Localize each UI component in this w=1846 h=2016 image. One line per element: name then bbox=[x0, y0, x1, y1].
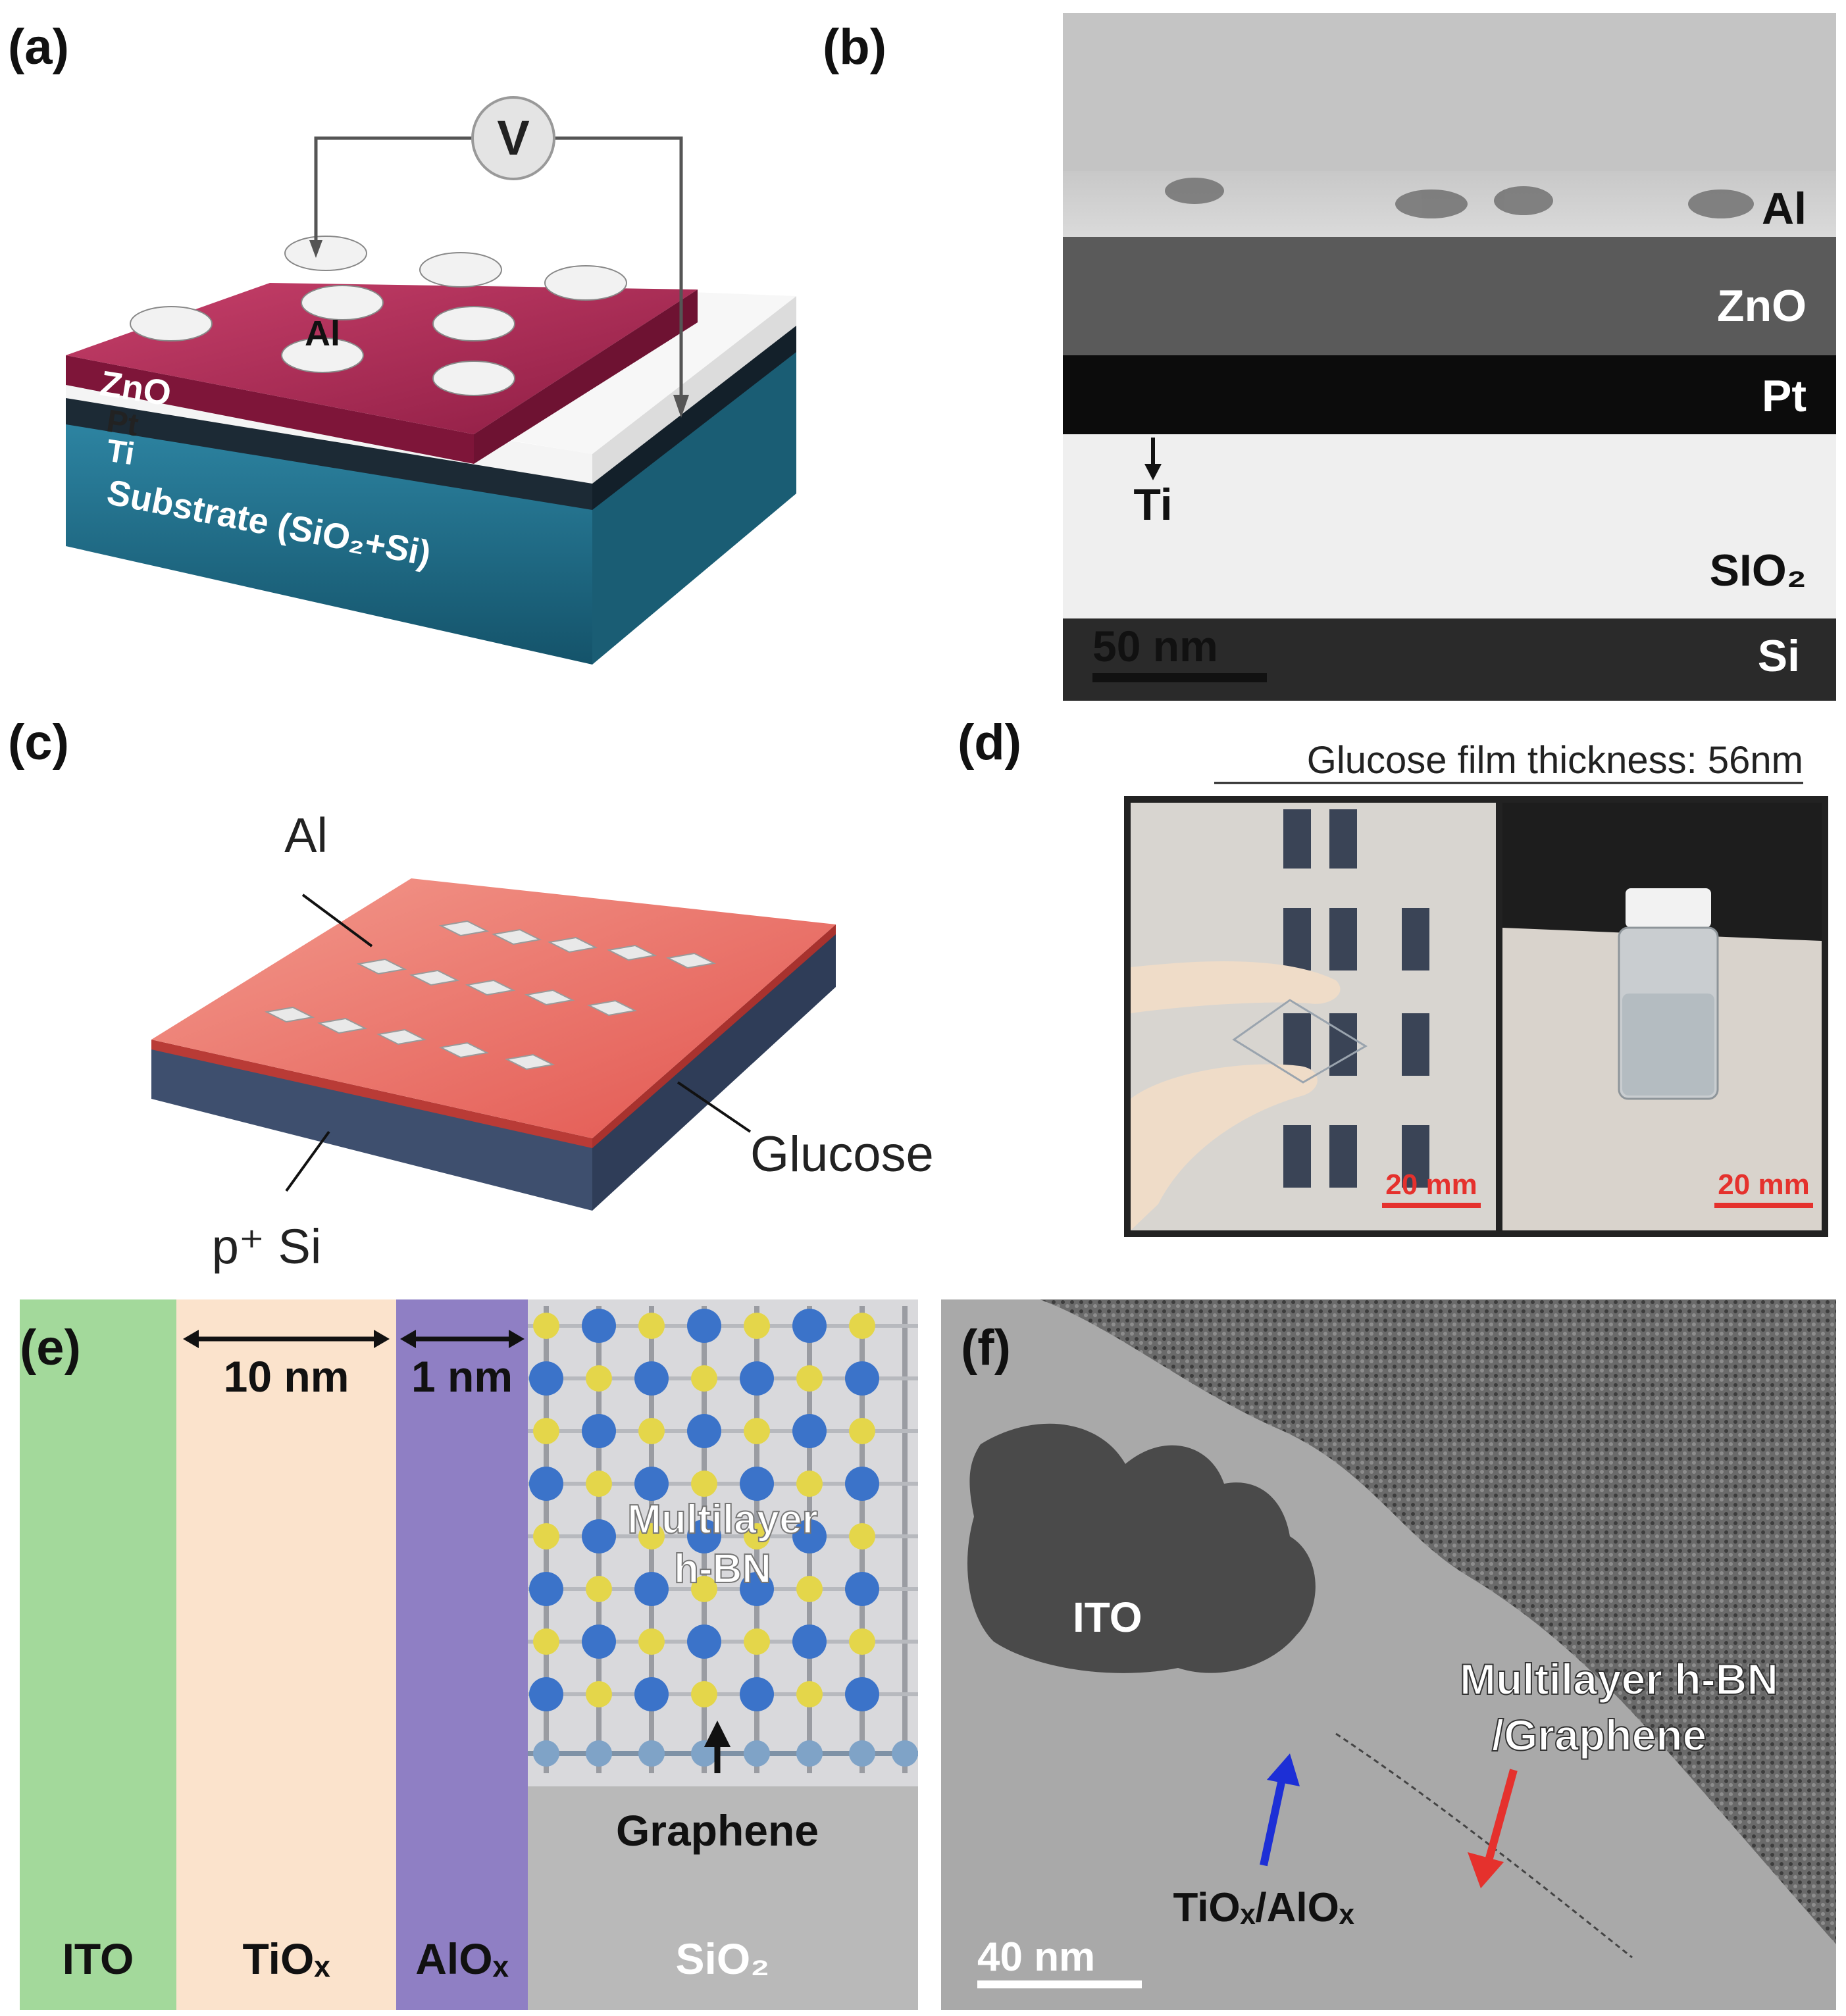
f-hbn-label-line2: /Graphene bbox=[1492, 1711, 1706, 1759]
f-scalebar-label: 40 nm bbox=[977, 1934, 1095, 1980]
e-hbn-lattice bbox=[528, 1299, 918, 1786]
panel-d-label: (d) bbox=[958, 715, 1022, 770]
f-hbn-label-line1: Multilayer h-BN bbox=[1460, 1655, 1778, 1703]
d-finger-top bbox=[1131, 961, 1341, 1013]
glucose-film bbox=[151, 878, 836, 1138]
c-glucose-label: Glucose bbox=[750, 1126, 934, 1182]
panel-a-device-schematic: V Al ZnO Pt Ti Substrate (SiO₂+Si) bbox=[66, 96, 796, 665]
d-left-photo bbox=[1131, 803, 1496, 1230]
e-alox-layer bbox=[396, 1299, 528, 2010]
panel-b-label: (b) bbox=[823, 19, 887, 75]
up-arrow-icon bbox=[704, 1721, 731, 1747]
ti-layer bbox=[66, 395, 592, 510]
psi-front-face bbox=[151, 1046, 592, 1211]
b-pt-label: Pt bbox=[1762, 371, 1807, 421]
d-caption: Glucose film thickness: 56nm bbox=[1307, 739, 1803, 782]
panel-f-tem-image: ITO Multilayer h-BN /Graphene TiOₓ/AlOₓ … bbox=[941, 1299, 1836, 2010]
panel-d-photographs: Glucose film thickness: 56nm 20 mm 20 mm bbox=[1124, 739, 1828, 1237]
e-dim-10nm-label: 10 nm bbox=[224, 1352, 349, 1401]
substrate-side-face bbox=[592, 349, 796, 665]
si-region bbox=[1063, 618, 1836, 701]
e-graphene-label: Graphene bbox=[616, 1806, 819, 1855]
d-scalebar-left bbox=[1382, 1203, 1481, 1208]
al-electrode-label: Al bbox=[305, 314, 340, 353]
e-ito-label: ITO bbox=[63, 1934, 134, 1983]
panel-c-device-schematic: Al Glucose p⁺ Si bbox=[151, 808, 934, 1274]
b-ti-label: Ti bbox=[1133, 480, 1172, 530]
f-ito-label: ITO bbox=[1073, 1594, 1142, 1641]
red-arrow-icon bbox=[1468, 1852, 1504, 1888]
panel-f-label: (f) bbox=[961, 1320, 1011, 1376]
zno-layer bbox=[66, 283, 698, 434]
voltmeter-label: V bbox=[497, 111, 529, 165]
f-blue-arrow bbox=[1260, 1772, 1287, 1867]
al-electrodes bbox=[130, 236, 627, 396]
substrate-front-face bbox=[66, 421, 592, 665]
blue-arrow-icon bbox=[1267, 1753, 1300, 1786]
f-interface-line bbox=[1335, 1732, 1633, 1959]
panel-a-label: (a) bbox=[8, 19, 69, 75]
pt-label: Pt bbox=[104, 404, 141, 443]
psi-side-face bbox=[592, 931, 836, 1211]
b-scalebar bbox=[1092, 673, 1267, 682]
b-scalebar-label: 50 nm bbox=[1092, 622, 1218, 670]
d-scalebar-right bbox=[1714, 1203, 1813, 1208]
e-hbn-label-line1: Multilayer bbox=[627, 1497, 817, 1542]
pt-region bbox=[1063, 355, 1836, 434]
e-alox-label: AlOₓ bbox=[415, 1934, 509, 1983]
c-al-label: Al bbox=[284, 808, 328, 863]
d-scalebar-right-label: 20 mm bbox=[1718, 1169, 1809, 1201]
e-tiox-layer bbox=[176, 1299, 396, 2010]
e-ito-layer bbox=[20, 1299, 176, 2010]
e-dim-1nm-label: 1 nm bbox=[411, 1352, 513, 1401]
b-si-label: Si bbox=[1758, 631, 1800, 681]
panel-c-label: (c) bbox=[8, 715, 69, 770]
voltmeter-icon bbox=[471, 96, 555, 180]
e-hbn-label-line2: h-BN bbox=[674, 1546, 771, 1592]
vacuum-region bbox=[1063, 13, 1836, 184]
wire-right bbox=[550, 136, 683, 401]
e-graphene-row bbox=[528, 1740, 918, 1767]
c-psi-label: p⁺ Si bbox=[212, 1219, 322, 1274]
f-red-arrow bbox=[1483, 1769, 1518, 1867]
e-tiox-label: TiOₓ bbox=[243, 1934, 331, 1983]
zno-region bbox=[1063, 237, 1836, 355]
d-glucose-film-sample bbox=[1232, 999, 1368, 1084]
f-oxide-label: TiOₓ/AlOₓ bbox=[1173, 1885, 1354, 1930]
wire-left bbox=[314, 136, 477, 243]
d-finger-bottom bbox=[1131, 1064, 1318, 1230]
sio2-region bbox=[1063, 434, 1836, 618]
al-pads bbox=[264, 920, 717, 1071]
panel-e-label: (e) bbox=[20, 1320, 81, 1376]
panel-b-tem-cross-section: Al ZnO Pt Ti SIO₂ Si 50 nm bbox=[1063, 13, 1836, 701]
d-vial-cap bbox=[1626, 888, 1711, 928]
b-sio2-label: SIO₂ bbox=[1710, 545, 1807, 595]
d-scalebar-left-label: 20 mm bbox=[1385, 1169, 1477, 1201]
e-sio2-label: SiO₂ bbox=[675, 1934, 769, 1983]
ti-label: Ti bbox=[104, 434, 137, 472]
b-al-label: Al bbox=[1762, 184, 1807, 234]
b-zno-label: ZnO bbox=[1717, 281, 1807, 331]
f-ito-particle bbox=[967, 1423, 1316, 1673]
ti-arrow-icon bbox=[1144, 464, 1162, 480]
panel-e-layer-schematic: 10 nm 1 nm Multilayer h-BN Graphene ITO … bbox=[20, 1299, 918, 2010]
f-scalebar bbox=[977, 1980, 1142, 1988]
